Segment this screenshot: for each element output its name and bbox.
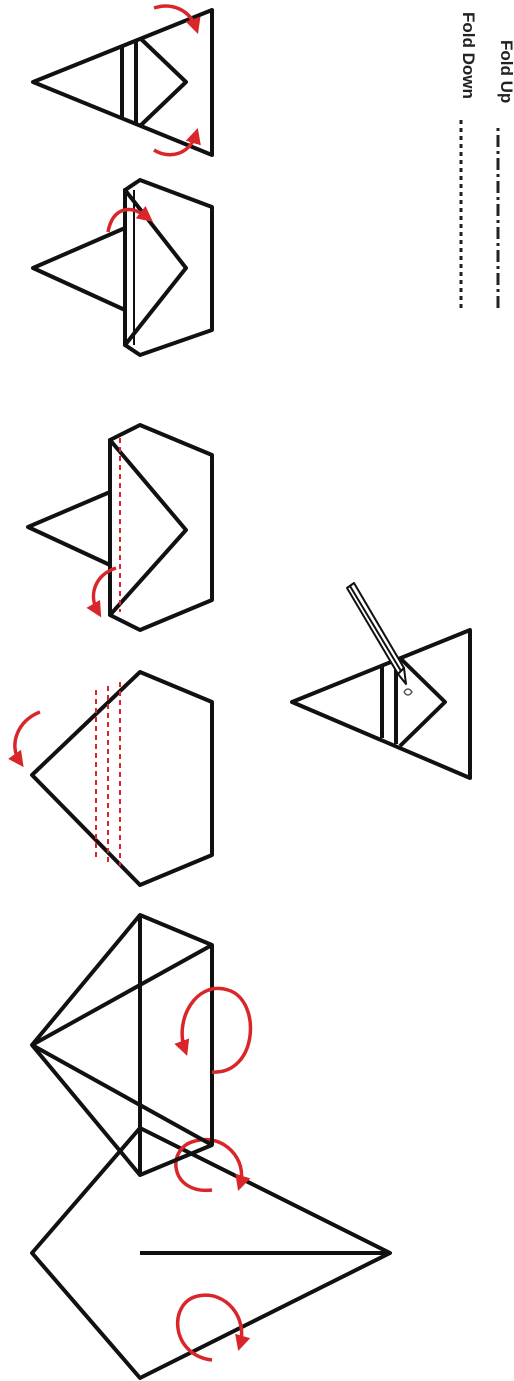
legend [461,120,498,308]
fold-down-arrow-icon [154,134,196,155]
step-2-fold-edges-to-center [32,915,250,1175]
folded-flap [110,440,186,615]
paper-outline [32,672,212,885]
nose-flap [140,38,186,126]
crease-line [32,1045,212,1145]
fold-up-arrow-icon [178,1295,242,1360]
legend-fold-down-label: Fold Down [458,12,478,99]
step-5-fold-in-half [33,180,212,355]
fold-down-arrow-icon [108,210,148,232]
legend-fold-up-label: Fold Up [496,40,514,103]
step-3-fold-tip-down [15,672,212,885]
decoration-scribble-icon [404,689,412,695]
step-1-kite-fold [32,1128,390,1378]
crease-line [32,945,212,1045]
step-6-fold-wings-down [33,6,212,155]
step-7-finished-plane [292,583,470,778]
tip-triangle [28,492,110,565]
tip-triangle [33,228,125,310]
fold-down-arrow-icon [15,712,40,762]
fold-up-arrow-icon [94,568,116,612]
step-4-fold-tip-back-up [28,425,212,630]
nose-flap [400,658,445,746]
fold-up-arrow-icon [182,988,250,1072]
